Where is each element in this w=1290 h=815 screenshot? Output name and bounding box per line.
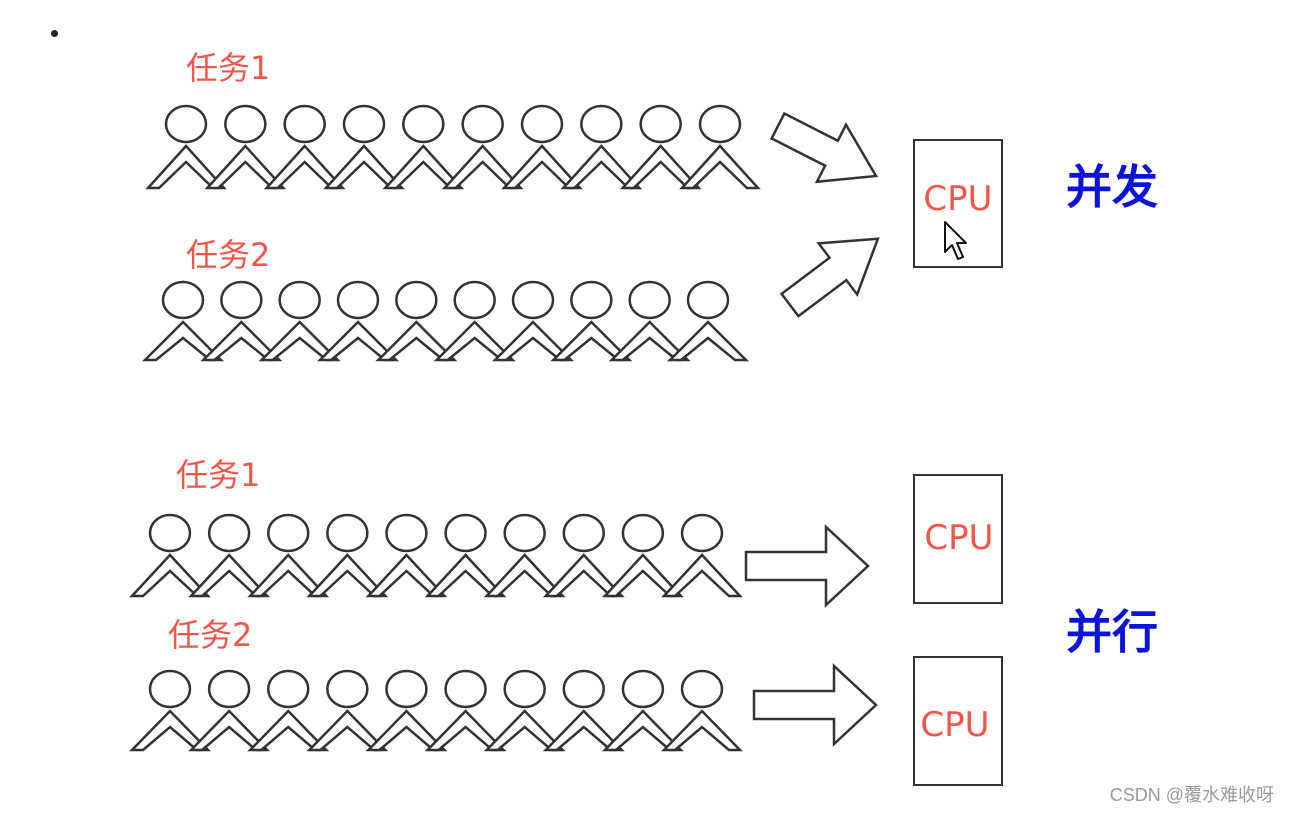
person-icon (560, 104, 643, 190)
concurrency-arrow-down-icon (769, 111, 879, 184)
person-icon (263, 104, 346, 190)
person-icon (602, 513, 684, 598)
person-icon (204, 104, 287, 190)
person-icon (441, 104, 524, 190)
person-icon (316, 280, 400, 362)
concurrency-task1-label: 任务1 (186, 49, 270, 87)
person-icon (365, 513, 448, 598)
parallelism-cpu1-box (913, 474, 1003, 604)
parallelism-mode-label: 并行 (1066, 605, 1158, 659)
parallelism-task2-people (129, 669, 743, 752)
person-icon (542, 669, 625, 752)
person-icon (619, 104, 702, 190)
watermark: CSDN @覆水难收呀 (1109, 785, 1274, 805)
person-icon (323, 104, 405, 190)
person-icon (382, 104, 465, 190)
list-bullet (51, 30, 58, 37)
concurrency-cpu-label: CPU (923, 179, 992, 219)
concurrency-task2-label: 任务2 (186, 236, 270, 274)
person-icon (608, 280, 691, 362)
person-icon (306, 669, 389, 752)
person-icon (424, 513, 507, 598)
person-icon (129, 513, 211, 598)
person-icon (129, 669, 211, 752)
mouse-cursor-icon (944, 221, 967, 260)
person-icon (483, 513, 566, 598)
person-icon (501, 104, 583, 190)
concurrency-task1-people (145, 104, 761, 190)
person-icon (247, 669, 330, 752)
parallelism-task2-label: 任务2 (168, 616, 252, 654)
parallelism-task1-label: 任务1 (176, 456, 260, 494)
person-icon (375, 280, 458, 362)
parallelism-cpu2-box (913, 656, 1003, 786)
person-icon (188, 513, 270, 598)
person-icon (542, 513, 625, 598)
parallelism-cpu2-label: CPU (920, 705, 989, 745)
parallelism-arrow2-icon (752, 663, 878, 747)
person-icon (679, 104, 761, 190)
person-icon (661, 513, 743, 598)
concurrency-mode-label: 并发 (1066, 160, 1158, 214)
person-icon (433, 280, 516, 362)
person-icon (601, 669, 684, 752)
person-icon (661, 669, 743, 752)
parallelism-task1-people (129, 513, 743, 598)
person-icon (491, 280, 575, 362)
person-icon (258, 280, 341, 362)
person-icon (141, 280, 225, 362)
person-icon (424, 669, 507, 752)
person-icon (306, 513, 389, 598)
person-icon (247, 513, 330, 598)
person-icon (188, 669, 271, 752)
person-icon (145, 104, 227, 190)
concurrency-task2-people (141, 280, 750, 362)
parallelism-arrow1-icon (744, 524, 870, 608)
person-icon (200, 280, 283, 362)
person-icon (483, 669, 566, 752)
parallelism-cpu1-label: CPU (924, 518, 993, 558)
person-icon (666, 280, 750, 362)
person-icon (365, 669, 448, 752)
person-icon (550, 280, 633, 362)
concurrency-arrow-up-icon (779, 237, 880, 318)
